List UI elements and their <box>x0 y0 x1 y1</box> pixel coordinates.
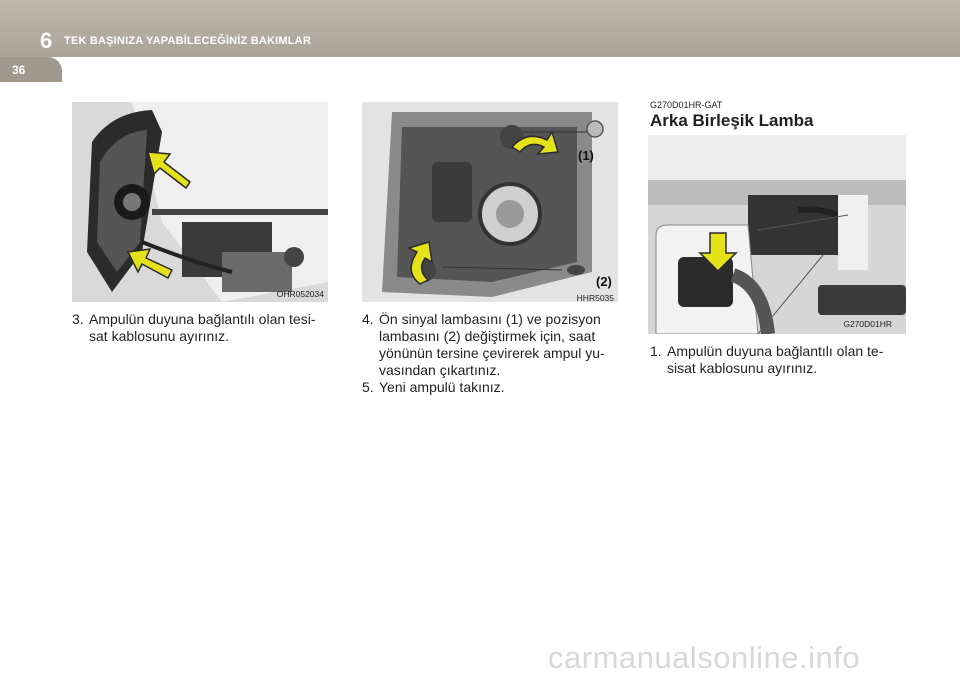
figure-front-lamp-rear: (1) (2) HHR5035 <box>362 102 618 302</box>
watermark: carmanualsonline.info <box>548 640 861 675</box>
step-1: 1. Ampulün duyuna bağlantılı olan te- si… <box>650 343 912 377</box>
step-text: Ampulün duyuna bağlantılı olan te- <box>667 343 884 359</box>
header-band <box>0 0 960 57</box>
step-text: vasından çıkartınız. <box>379 362 501 378</box>
front-lamp-illustration <box>362 102 618 302</box>
headlamp-illustration <box>72 102 328 302</box>
step-text: yönünün tersine çevirerek ampul yu- <box>379 345 605 361</box>
step-text: sisat kablosunu ayırınız. <box>667 360 818 376</box>
step-5: 5. Yeni ampulü takınız. <box>362 379 622 396</box>
step-text: Yeni ampulü takınız. <box>379 379 505 395</box>
chapter-title: TEK BAŞINIZA YAPABİLECEĞİNİZ BAKIMLAR <box>64 35 311 47</box>
figure-code: G270D01HR <box>843 319 892 329</box>
figure-headlamp-connector: OHR052034 <box>72 102 328 302</box>
rear-lamp-illustration <box>648 135 906 334</box>
step-text: Ampulün duyuna bağlantılı olan tesi- <box>89 311 316 327</box>
step-number: 3. <box>72 311 84 327</box>
section-code: G270D01HR-GAT <box>650 100 723 110</box>
section-title: Arka Birleşik Lamba <box>650 111 814 130</box>
figure-code: OHR052034 <box>276 289 324 299</box>
step-4: 4. Ön sinyal lambasını (1) ve pozisyon l… <box>362 311 622 379</box>
callout-2: (2) <box>596 274 612 289</box>
callout-1: (1) <box>578 148 594 163</box>
chapter-number: 6 <box>40 28 53 53</box>
figure-code: HHR5035 <box>576 293 614 302</box>
page-number: 36 <box>12 63 26 77</box>
step-text: sat kablosunu ayırınız. <box>89 328 230 344</box>
step-number: 5. <box>362 379 374 395</box>
step-number: 4. <box>362 311 374 327</box>
step-text: lambasını (2) değiştirmek için, saat <box>379 328 596 344</box>
step-number: 1. <box>650 343 662 359</box>
header-gap <box>66 57 960 82</box>
page-number-tab <box>0 57 62 82</box>
figure-rear-combination-lamp: G270D01HR <box>648 135 906 334</box>
step-3: 3. Ampulün duyuna bağlantılı olan tesi- … <box>72 311 334 345</box>
step-text: Ön sinyal lambasını (1) ve pozisyon <box>379 311 601 327</box>
